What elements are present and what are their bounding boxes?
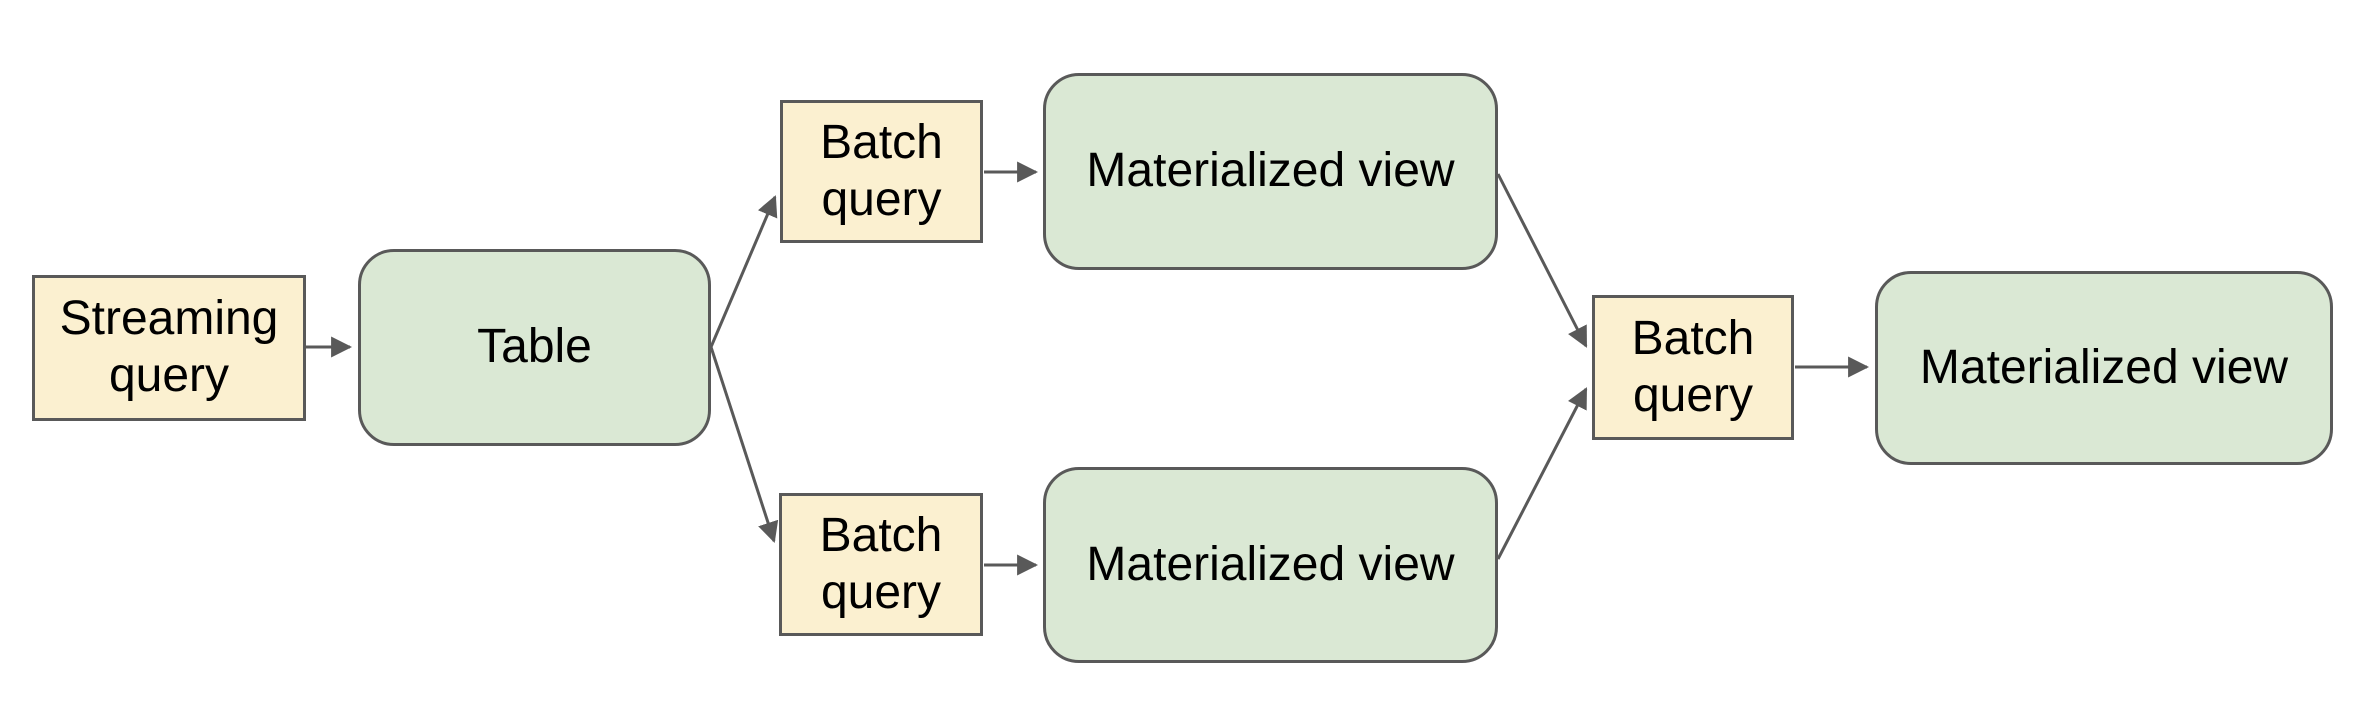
node-batch-query-top: Batch query	[780, 100, 983, 243]
edge-table-to-batch-query-top	[709, 195, 778, 348]
node-materialized-view-bottom: Materialized view	[1043, 467, 1498, 663]
edge-table-to-batch-query-bottom	[709, 346, 779, 543]
edge-materialized-view-bottom-to-batch-query-final	[1496, 387, 1588, 560]
node-batch-query-bottom: Batch query	[779, 493, 983, 636]
node-table: Table	[358, 249, 711, 446]
node-materialized-view-final: Materialized view	[1875, 271, 2333, 465]
edge-materialized-view-top-to-batch-query-final	[1496, 173, 1588, 348]
node-streaming-query: Streaming query	[32, 275, 306, 421]
node-materialized-view-top: Materialized view	[1043, 73, 1498, 270]
node-batch-query-final: Batch query	[1592, 295, 1794, 440]
